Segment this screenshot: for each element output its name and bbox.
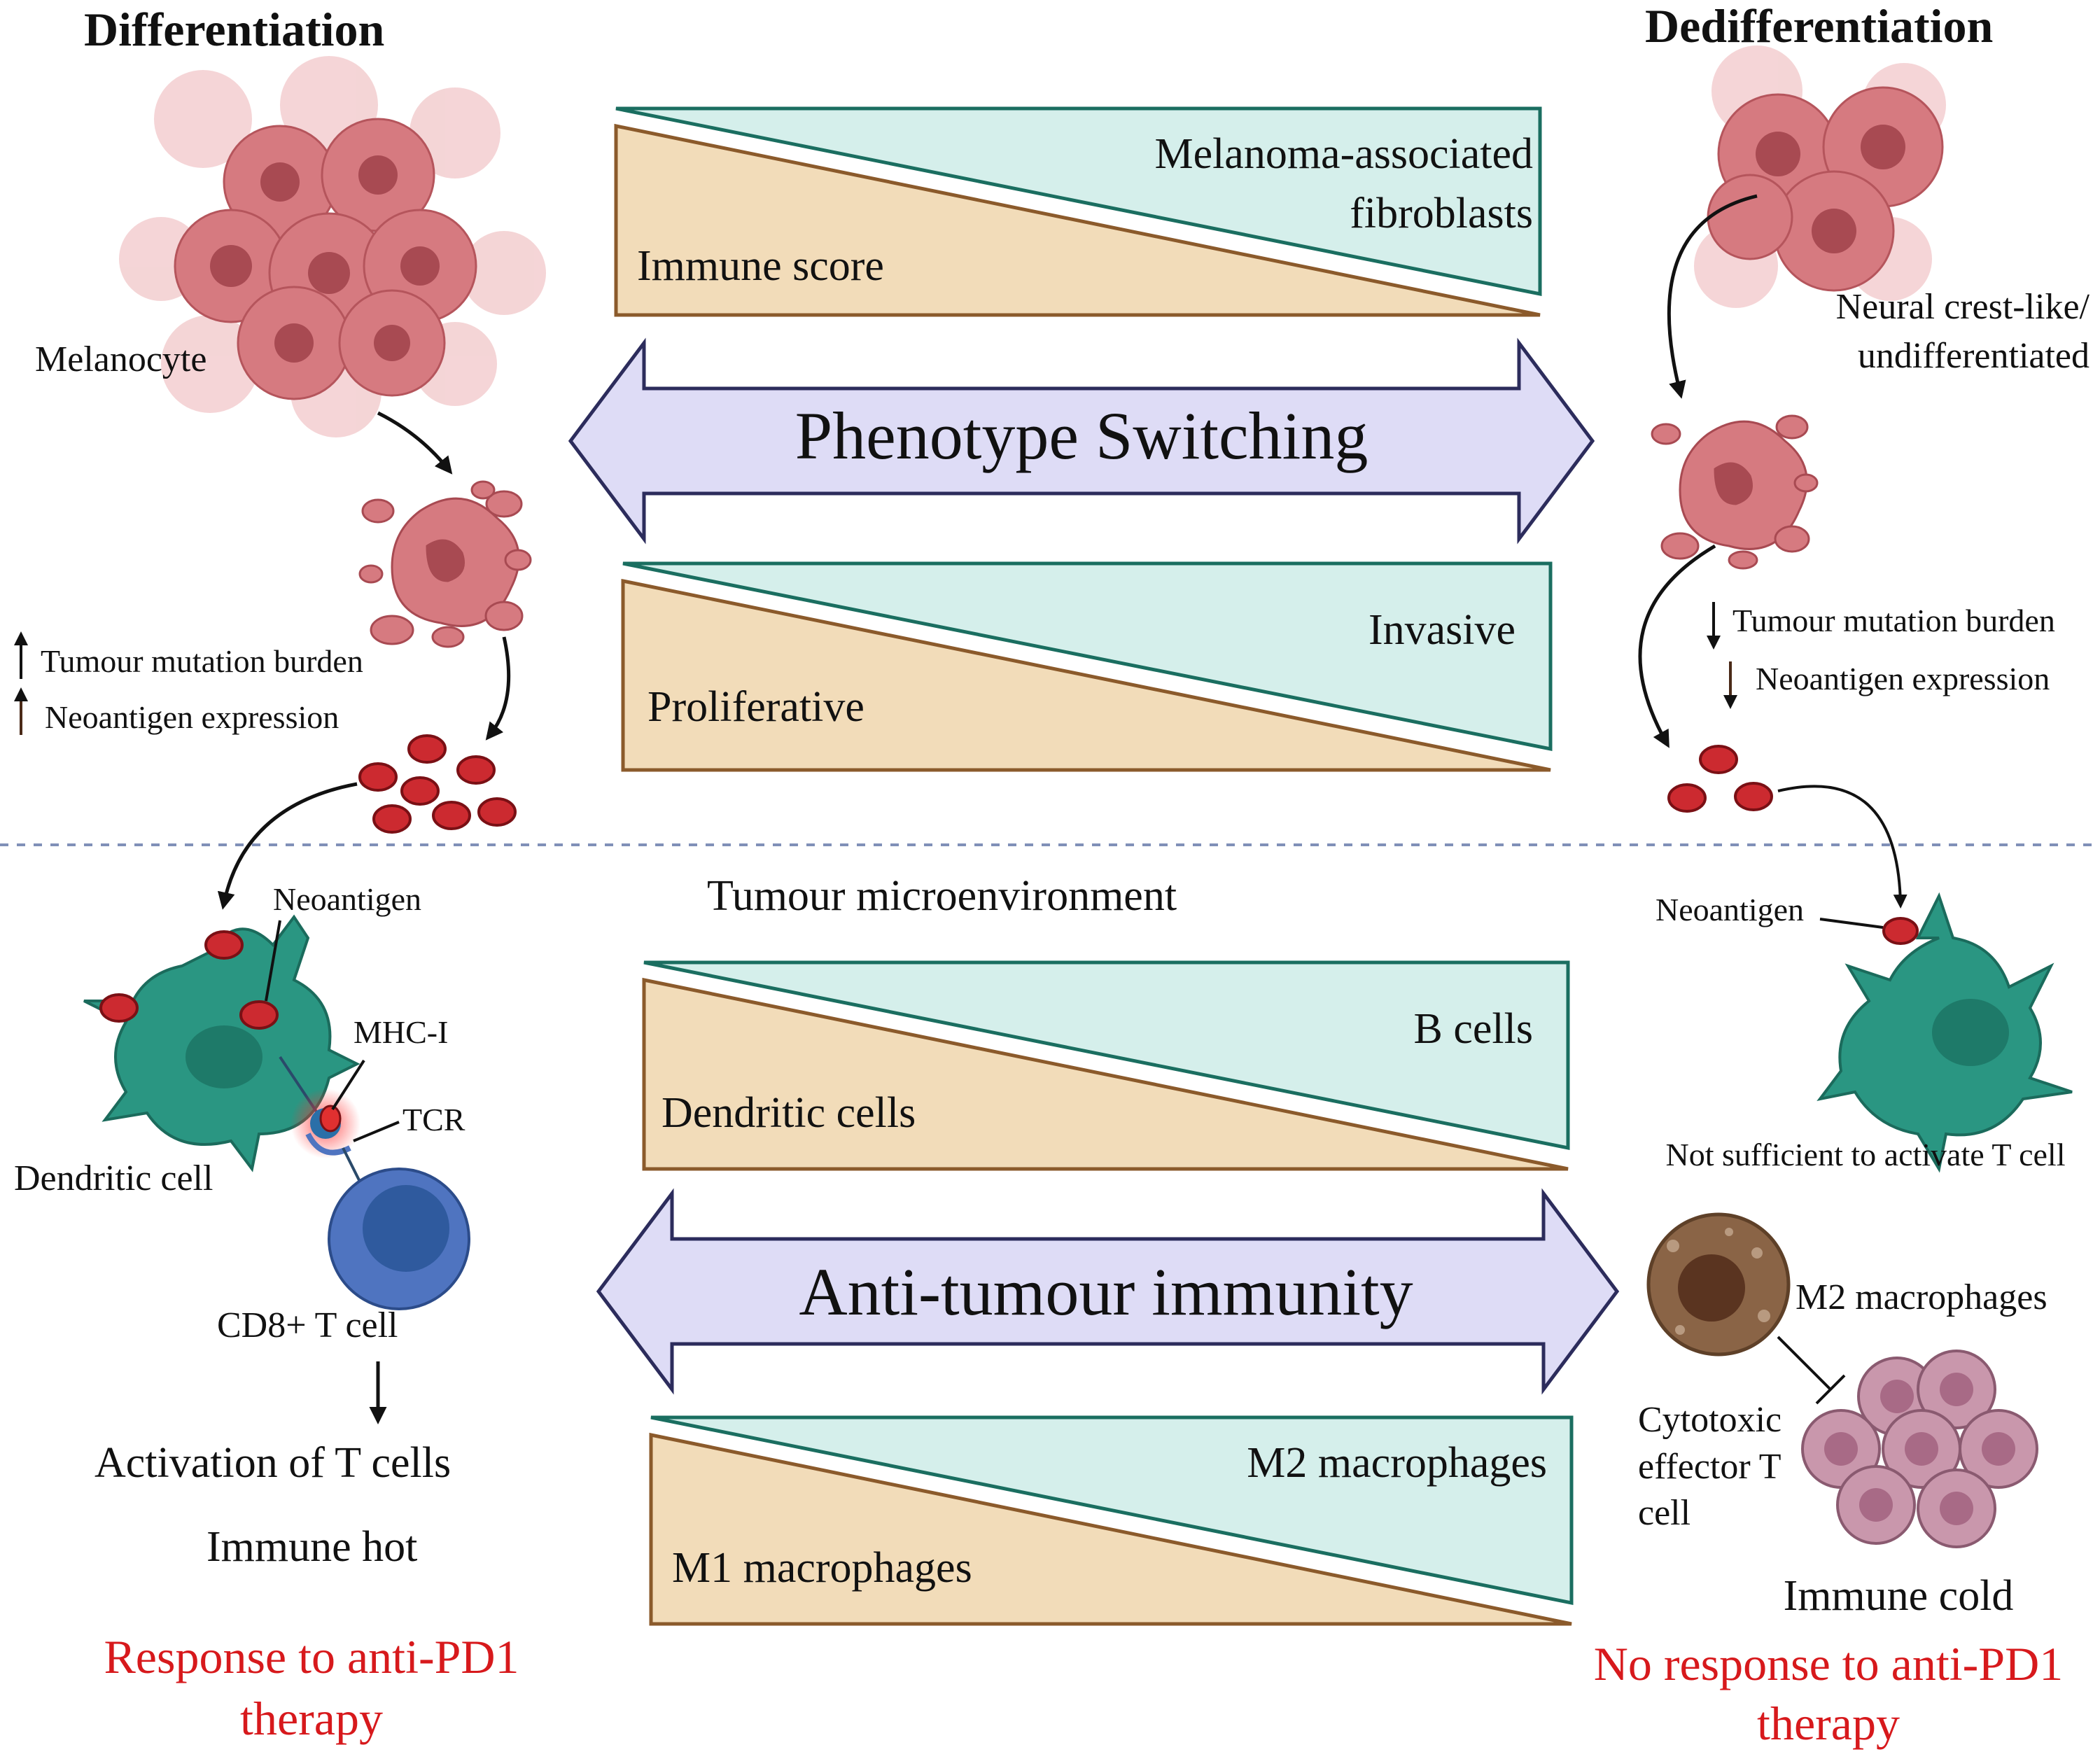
apoptotic-cell-icon [358,480,532,648]
tumour-cluster-icon [119,56,546,437]
wedge1-top-line1: Melanoma-associated [1154,130,1533,178]
neural-line1: Neural crest-like/ [1836,287,2090,327]
wedge-invasive-proliferative [621,561,1553,772]
left-mutation-label: Tumour mutation burden [41,643,363,679]
immune-hot-label: Immune hot [206,1523,417,1571]
anti-tumour-immunity-arrow [596,1188,1620,1395]
right-mutation-label: Tumour mutation burden [1732,603,2055,638]
wedge3-bottom: Dendritic cells [662,1089,916,1137]
cytotoxic-line3: cell [1638,1493,1690,1533]
tcell-label: CD8+ T cell [217,1305,398,1345]
neoantigen-pointer [265,920,281,1002]
wedge-m2-m1 [649,1415,1574,1626]
tcr-label: TCR [402,1102,465,1137]
phenotype-switching-arrow [568,337,1595,545]
wedge2-bottom: Proliferative [648,683,864,731]
right-response-line1: No response to anti-PD1 [1594,1637,2063,1690]
arrow-to-neoantigens [485,636,511,741]
tumour-cluster-icon [1694,45,1946,308]
right-arrow-to-neoantigens [1638,544,1716,748]
mhc-label: MHC-I [354,1014,448,1050]
wedge1-bottom: Immune score [637,242,884,290]
activation-label: Activation of T cells [94,1439,451,1487]
down-arrow-icon [1707,602,1737,709]
m2-macrophage-icon [1646,1212,1791,1357]
left-response-line1: Response to anti-PD1 [104,1630,519,1683]
cytotoxic-line1: Cytotoxic [1638,1400,1782,1440]
wedge3-top: B cells [1414,1005,1533,1053]
t-cell-icon [328,1168,470,1310]
apoptotic-cell-icon [1651,414,1819,570]
melanocyte-label: Melanocyte [35,339,206,379]
left-heading: Differentiation [84,3,384,56]
arrow-to-dendritic [217,782,358,910]
wedge4-top: M2 macrophages [1247,1439,1547,1487]
anti-tumour-immunity-label: Anti-tumour immunity [799,1254,1413,1329]
dendritic-cell-icon [1816,892,2073,1173]
phenotype-switching-label: Phenotype Switching [795,398,1368,473]
right-m2-label: M2 macrophages [1795,1277,2047,1317]
cytotoxic-line2: effector T [1638,1447,1782,1487]
arrow-to-apoptotic [377,411,453,475]
tcr-pointer [353,1121,400,1142]
mhc-pointer [331,1059,365,1111]
left-neoantigen-label: Neoantigen [273,881,421,917]
right-neoantigen-label: Neoantigen [1656,892,1804,927]
wedge4-bottom: M1 macrophages [672,1544,972,1592]
right-arrow-to-apoptotic [1667,194,1758,399]
wedge-bcells-dendritic [642,960,1570,1171]
neoantigen-icon [1667,745,1773,813]
right-response-line2: therapy [1757,1697,1900,1750]
right-arrow-to-dendritic [1777,785,1907,909]
dendritic-cell-icon [83,914,360,1172]
wedge1-top-line2: fibroblasts [1350,190,1533,237]
right-heading: Dedifferentiation [1645,0,1993,52]
immune-cold-label: Immune cold [1784,1572,2014,1620]
left-bound-neoantigens [99,930,279,1030]
left-response-line2: therapy [240,1692,383,1745]
wedge2-top: Invasive [1368,606,1516,654]
dendritic-label: Dendritic cell [14,1158,213,1198]
left-neoantigen-expr-label: Neoantigen expression [45,699,339,735]
right-bound-neoantigen [1882,917,1919,945]
mhc-antigen [319,1105,342,1133]
neoantigen-icon [358,734,517,834]
inhibition-icon [1777,1336,1846,1405]
wedge-fibroblasts-immune [614,106,1542,317]
neural-line2: undifferentiated [1858,336,2090,376]
effector-t-cell-icon [1801,1350,2038,1548]
right-neoantigen-expr-label: Neoantigen expression [1756,661,2050,696]
insufficient-label: Not sufficient to activate T cell [1665,1137,2065,1172]
tme-heading: Tumour microenvironment [707,872,1177,920]
right-neoantigen-pointer [1819,918,1884,929]
